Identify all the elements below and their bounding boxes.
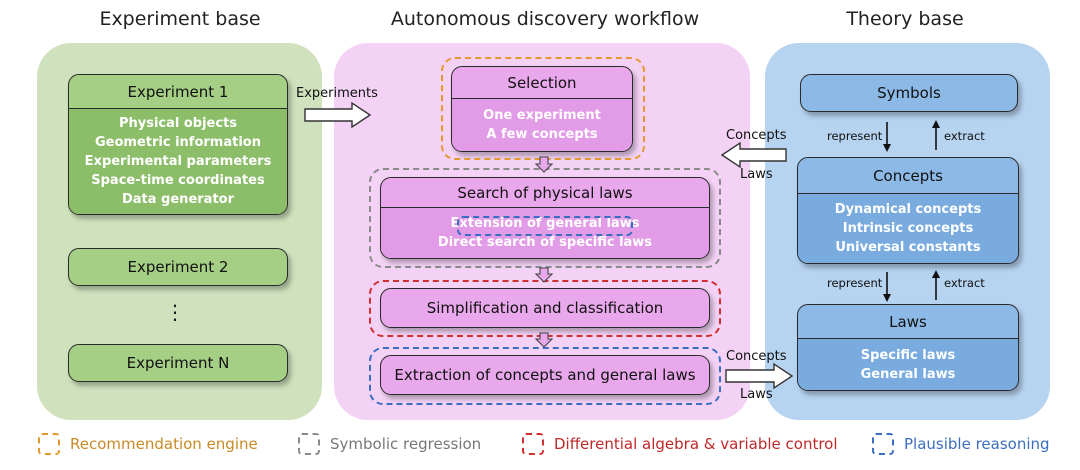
experiment-1-item: Physical objects bbox=[118, 116, 238, 131]
concepts-items: Dynamical concepts Intrinsic concepts Un… bbox=[798, 194, 1018, 263]
represent-arrow-2 bbox=[883, 294, 891, 302]
concepts-arrow-label-top: Concepts bbox=[726, 128, 787, 143]
experiment-1-item: Space-time coordinates bbox=[91, 173, 265, 188]
selection-box[interactable]: Selection One experiment A few concepts bbox=[451, 66, 633, 152]
search-item: Extension of general laws bbox=[450, 216, 640, 231]
experiment-1-items: Physical objects Geometric information E… bbox=[69, 109, 287, 214]
selection-item: A few concepts bbox=[486, 127, 598, 142]
inner-plausible-dash bbox=[457, 216, 633, 236]
laws-item: Specific laws bbox=[860, 347, 956, 363]
extraction-box[interactable]: Extraction of concepts and general laws bbox=[380, 355, 710, 395]
represent-arrow-1 bbox=[883, 144, 891, 152]
laws-arrow-label-bottom: Laws bbox=[740, 387, 773, 402]
legend-swatch-recommendation bbox=[38, 433, 60, 455]
legend-swatch-differential bbox=[522, 433, 544, 455]
legend-label: Recommendation engine bbox=[70, 435, 258, 453]
plausible-dash-group bbox=[369, 347, 721, 405]
experiment-1-item: Geometric information bbox=[95, 135, 261, 150]
search-title: Search of physical laws bbox=[381, 178, 709, 208]
concepts-arrow-label-bottom: Concepts bbox=[726, 349, 787, 364]
down-arrow-3 bbox=[534, 332, 554, 348]
legend-label: Differential algebra & variable control bbox=[554, 435, 838, 453]
experiment-1-item: Experimental parameters bbox=[84, 154, 272, 169]
legend-recommendation: Recommendation engine bbox=[38, 433, 258, 455]
extract-arrow-1 bbox=[932, 120, 940, 128]
simplification-box[interactable]: Simplification and classification bbox=[380, 288, 710, 328]
legend-swatch-symbolic bbox=[298, 433, 320, 455]
experiment-n-box[interactable]: Experiment N bbox=[68, 344, 288, 382]
experiment-1-box[interactable]: Experiment 1 Physical objects Geometric … bbox=[68, 74, 288, 215]
legend-swatch-plausible bbox=[872, 433, 894, 455]
laws-items: Specific laws General laws bbox=[798, 339, 1018, 390]
concepts-laws-right-arrow bbox=[725, 362, 794, 390]
laws-title: Laws bbox=[798, 305, 1018, 339]
down-arrow-1 bbox=[534, 156, 554, 173]
extract-arrow-2 bbox=[932, 270, 940, 278]
laws-item: General laws bbox=[860, 366, 956, 382]
experiment-2-box[interactable]: Experiment 2 bbox=[68, 248, 288, 286]
theory-base-title: Theory base bbox=[846, 8, 964, 30]
legend-label: Plausible reasoning bbox=[904, 435, 1050, 453]
concepts-item: Universal constants bbox=[835, 240, 981, 255]
selection-items: One experiment A few concepts bbox=[452, 99, 632, 151]
concepts-laws-left-arrow bbox=[720, 141, 787, 169]
experiment-1-title: Experiment 1 bbox=[69, 75, 287, 109]
laws-arrow-label-top: Laws bbox=[740, 167, 773, 182]
extract-label-1: extract bbox=[944, 129, 985, 143]
selection-item: One experiment bbox=[483, 108, 601, 123]
ellipsis: ⋮ bbox=[165, 300, 185, 324]
search-item: Direct search of specific laws bbox=[437, 235, 653, 250]
concepts-item: Intrinsic concepts bbox=[842, 221, 974, 236]
experiment-base-title: Experiment base bbox=[99, 8, 261, 30]
concepts-box[interactable]: Concepts Dynamical concepts Intrinsic co… bbox=[797, 157, 1019, 264]
down-arrow-2 bbox=[534, 267, 554, 283]
experiments-arrow bbox=[304, 101, 372, 129]
symbols-box[interactable]: Symbols bbox=[800, 74, 1018, 112]
experiment-1-item: Data generator bbox=[121, 192, 234, 207]
search-box[interactable]: Search of physical laws Extension of gen… bbox=[380, 177, 710, 259]
legend-plausible: Plausible reasoning bbox=[872, 433, 1050, 455]
represent-label-1: represent bbox=[827, 129, 883, 143]
workflow-title: Autonomous discovery workflow bbox=[390, 8, 700, 30]
extract-label-2: extract bbox=[944, 276, 985, 290]
legend-differential: Differential algebra & variable control bbox=[522, 433, 838, 455]
concepts-title: Concepts bbox=[798, 158, 1018, 194]
concepts-item: Dynamical concepts bbox=[834, 202, 982, 217]
represent-label-2: represent bbox=[827, 276, 883, 290]
legend-label: Symbolic regression bbox=[330, 435, 482, 453]
laws-box[interactable]: Laws Specific laws General laws bbox=[797, 304, 1019, 391]
experiments-arrow-label: Experiments bbox=[296, 86, 378, 101]
selection-title: Selection bbox=[452, 67, 632, 99]
legend-symbolic: Symbolic regression bbox=[298, 433, 481, 455]
